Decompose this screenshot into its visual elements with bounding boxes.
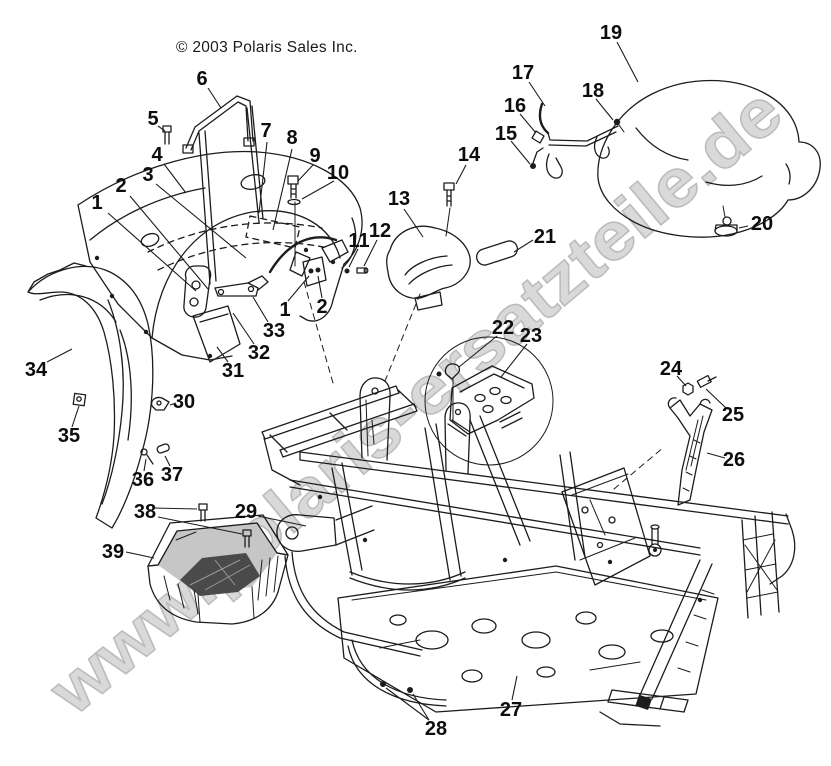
side-cover-drawing bbox=[294, 182, 519, 311]
rear-fender-drawing bbox=[77, 150, 363, 363]
screw-38b bbox=[242, 529, 252, 548]
y-bracket-drawing bbox=[667, 374, 717, 506]
callout-11: 11 bbox=[348, 230, 370, 252]
callout-31: 31 bbox=[221, 360, 245, 382]
clip-37 bbox=[156, 443, 170, 454]
callout-21: 21 bbox=[533, 226, 557, 248]
nut-24 bbox=[682, 382, 694, 396]
callout-4: 4 bbox=[151, 144, 163, 166]
callout-35: 35 bbox=[57, 425, 81, 447]
callout-14: 14 bbox=[457, 144, 481, 166]
callout-29: 29 bbox=[234, 501, 258, 523]
frame-drawing bbox=[261, 377, 796, 727]
mud-flap-drawing bbox=[27, 262, 154, 529]
callout-38: 38 bbox=[133, 501, 157, 523]
seat-latch-drawing bbox=[530, 102, 625, 179]
callout-10: 10 bbox=[326, 162, 350, 184]
dashed-reference-lines bbox=[303, 281, 665, 490]
fasteners-drawing bbox=[72, 125, 413, 693]
fastener-28b bbox=[407, 687, 413, 693]
callout-2: 2 bbox=[115, 175, 127, 197]
fastener-11 bbox=[344, 268, 350, 274]
callout-15: 15 bbox=[494, 123, 518, 145]
callout-37: 37 bbox=[160, 464, 184, 486]
callout-19: 19 bbox=[599, 22, 623, 44]
fastener-28a bbox=[380, 681, 386, 687]
grab-bar-drawing bbox=[182, 95, 264, 285]
fastener-1b bbox=[308, 268, 314, 274]
clip-30 bbox=[150, 396, 170, 411]
callout-39: 39 bbox=[101, 541, 125, 563]
pin-22 bbox=[436, 363, 461, 421]
callout-20: 20 bbox=[750, 213, 774, 235]
callout-33: 33 bbox=[262, 320, 286, 342]
fastener-12 bbox=[356, 267, 369, 274]
seat-bumper-drawing bbox=[714, 216, 738, 237]
bolt-14 bbox=[443, 182, 455, 237]
callout-12: 12 bbox=[368, 220, 392, 242]
callout-22: 22 bbox=[491, 317, 515, 339]
washer-10 bbox=[287, 198, 301, 206]
leader-lines bbox=[46, 41, 749, 721]
callout-2-b: 2 bbox=[316, 296, 328, 318]
bolt-5 bbox=[162, 125, 172, 145]
callout-24: 24 bbox=[659, 358, 683, 380]
callout-30: 30 bbox=[172, 391, 196, 413]
detail-circle-drawing bbox=[424, 336, 554, 466]
copyright-text: © 2003 Polaris Sales Inc. bbox=[176, 39, 358, 56]
callout-36: 36 bbox=[131, 469, 155, 491]
callout-28: 28 bbox=[424, 718, 448, 740]
seat-drawing bbox=[597, 79, 821, 238]
decal-capsule bbox=[475, 240, 519, 266]
bolt-9 bbox=[287, 175, 299, 199]
storage-box-drawing bbox=[147, 514, 289, 625]
callout-7: 7 bbox=[260, 120, 272, 142]
callout-5: 5 bbox=[147, 108, 159, 130]
bolt-25 bbox=[696, 374, 717, 388]
callout-3: 3 bbox=[142, 164, 154, 186]
callout-8: 8 bbox=[286, 127, 298, 149]
callout-34: 34 bbox=[24, 359, 48, 381]
callout-27: 27 bbox=[499, 699, 523, 721]
fastener-2b bbox=[315, 267, 321, 273]
callout-18: 18 bbox=[581, 80, 605, 102]
callout-1: 1 bbox=[91, 192, 103, 214]
callout-13: 13 bbox=[387, 188, 411, 210]
callout-9: 9 bbox=[309, 145, 321, 167]
callout-16: 16 bbox=[503, 95, 527, 117]
screw-36 bbox=[140, 448, 154, 465]
callout-23: 23 bbox=[519, 325, 543, 347]
callout-6: 6 bbox=[196, 68, 208, 90]
screw-38a bbox=[198, 503, 208, 522]
callout-25: 25 bbox=[721, 404, 745, 426]
nut-35 bbox=[72, 392, 87, 407]
callout-17: 17 bbox=[511, 62, 535, 84]
callout-26: 26 bbox=[722, 449, 746, 471]
callout-1-b: 1 bbox=[279, 299, 291, 321]
callout-32: 32 bbox=[247, 342, 271, 364]
